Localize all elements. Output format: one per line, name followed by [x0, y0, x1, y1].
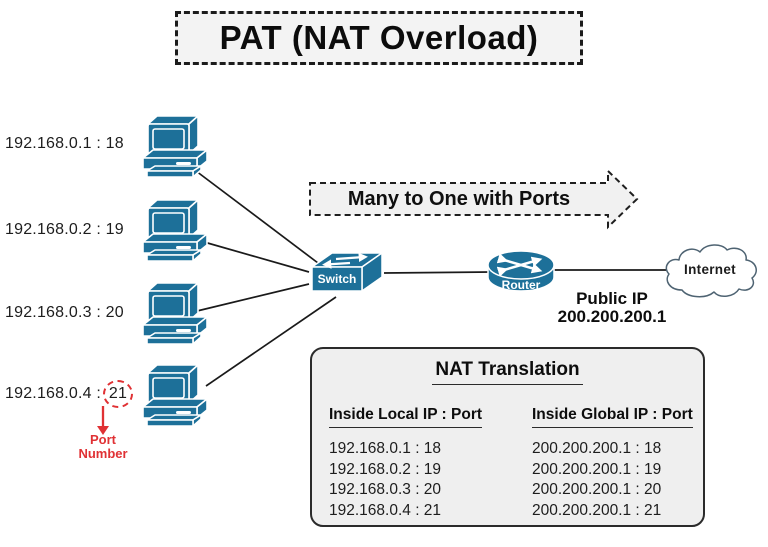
nat-table-global-column: Inside Global IP : Port 200.200.200.1 : … [532, 406, 693, 521]
host4-ip-label: 192.168.0.4 : 21 [5, 380, 134, 408]
table-row: 192.168.0.1 : 18 [329, 440, 442, 457]
desktop-computer-icon [140, 197, 212, 263]
column-header-inside-local: Inside Local IP : Port [329, 406, 483, 428]
cloud-icon: Internet [665, 244, 757, 298]
port-annotation-arrow-icon [97, 406, 109, 435]
table-row: 192.168.0.4 : 21 [329, 501, 442, 519]
link-pc1-switch [195, 170, 319, 264]
banner-label: Many to One with Ports [348, 188, 570, 210]
table-row: 192.168.0.2 : 19 [329, 460, 442, 478]
nat-table-title-wrap: NAT Translation [312, 359, 703, 385]
port-note-line2: Number [78, 445, 128, 461]
internet-label: Internet [684, 262, 736, 277]
public-ip-callout: Public IP 200.200.200.1 [542, 290, 682, 326]
host1-ip-label: 192.168.0.1 : 18 [5, 135, 124, 152]
banner-arrow-shape [309, 168, 639, 230]
desktop-computer-icon [140, 280, 212, 346]
link-pc4-switch [205, 296, 337, 387]
network-switch-icon: Switch [311, 252, 383, 292]
table-row: 200.200.200.1 : 20 [532, 481, 662, 498]
port-number-annotation: Port Number [68, 433, 138, 460]
host4-ip-prefix: 192.168.0.4 : [5, 385, 102, 402]
column-header-inside-global: Inside Global IP : Port [532, 406, 693, 428]
table-row: 200.200.200.1 : 19 [532, 460, 662, 478]
host4-port: 21 [108, 385, 128, 402]
nat-table-local-column: Inside Local IP : Port 192.168.0.1 : 18 … [329, 406, 483, 521]
switch-label: Switch [318, 272, 357, 286]
many-to-one-banner: Many to One with Ports [309, 168, 639, 230]
host2-ip-label: 192.168.0.2 : 19 [5, 221, 124, 238]
nat-table-title: NAT Translation [432, 359, 583, 385]
link-switch-router [383, 271, 493, 274]
desktop-computer-icon [140, 362, 212, 428]
public-ip-address: 200.200.200.1 [557, 307, 667, 326]
nat-translation-panel: NAT Translation Inside Local IP : Port 1… [310, 347, 705, 527]
port-highlight-circle: 21 [103, 380, 134, 408]
diagram-title-box: PAT (NAT Overload) [175, 11, 583, 65]
table-row: 200.200.200.1 : 21 [532, 501, 662, 519]
table-row: 200.200.200.1 : 18 [532, 440, 662, 457]
host3-ip-label: 192.168.0.3 : 20 [5, 304, 124, 321]
desktop-computer-icon [140, 113, 212, 179]
router-icon: Router [487, 250, 555, 292]
port-note-line1: Port [90, 432, 116, 447]
link-pc3-switch [196, 283, 310, 312]
table-row: 192.168.0.3 : 20 [329, 481, 442, 498]
link-pc2-switch [203, 241, 310, 273]
public-ip-title: Public IP [576, 289, 648, 308]
page-title: PAT (NAT Overload) [219, 19, 539, 56]
router-label: Router [502, 278, 541, 292]
